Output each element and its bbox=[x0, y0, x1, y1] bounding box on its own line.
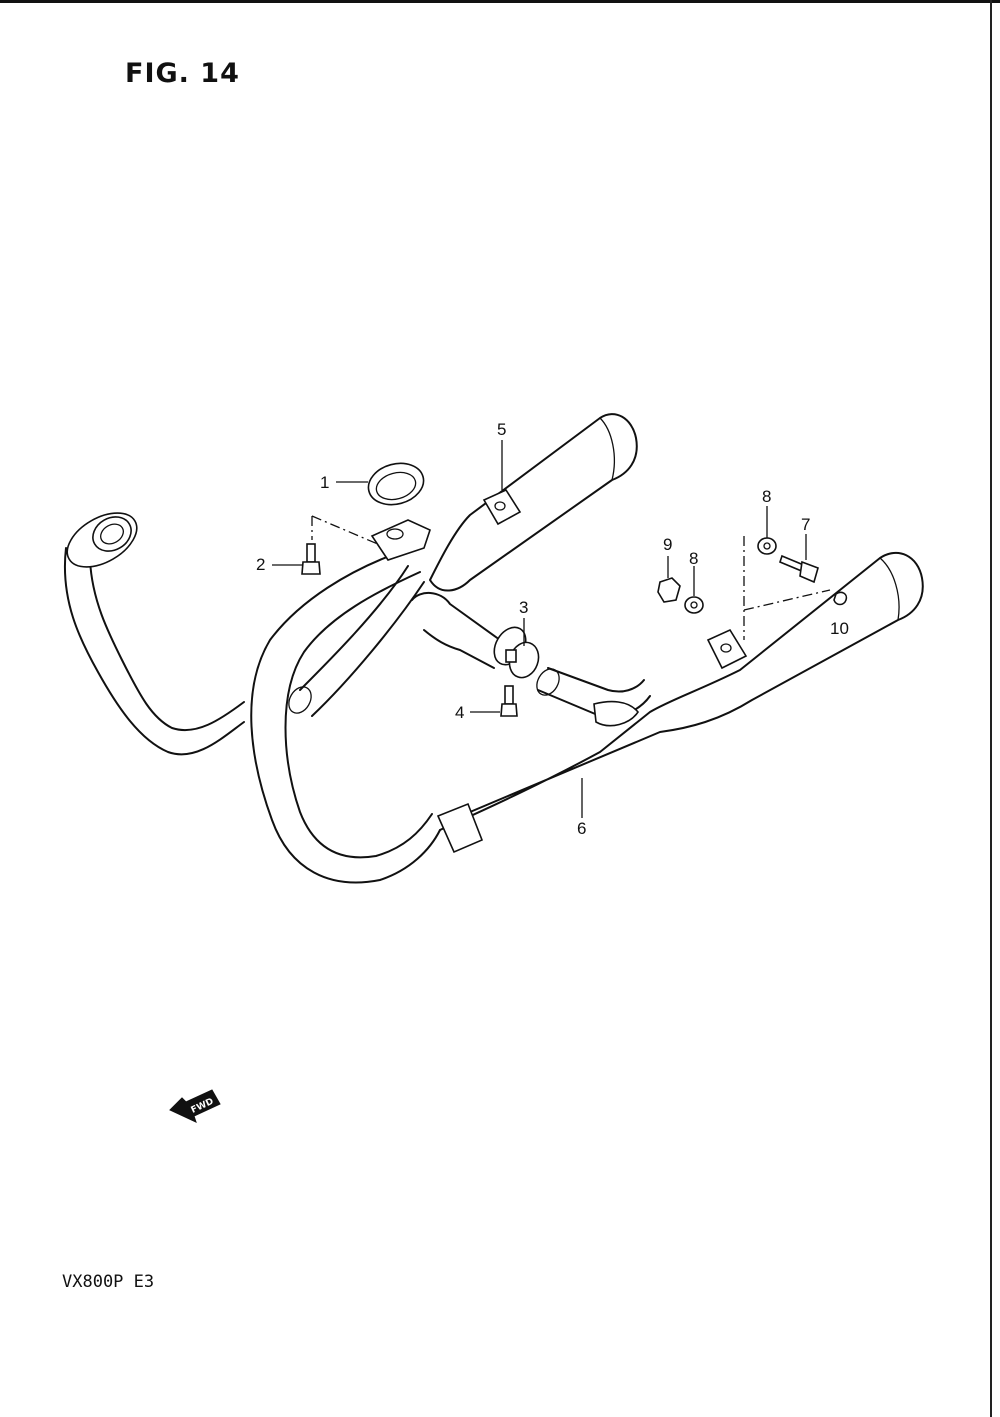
right-border bbox=[990, 0, 992, 1417]
callout-6: 6 bbox=[577, 819, 586, 838]
muffler-mounting-bolt-icon bbox=[779, 554, 819, 584]
callout-1: 1 bbox=[320, 473, 329, 492]
fwd-arrow-icon: FWD bbox=[169, 1089, 221, 1123]
gasket-ring-icon bbox=[367, 462, 425, 506]
rear-header-pipe-icon bbox=[250, 519, 441, 884]
flange-bolt-icon bbox=[301, 543, 321, 575]
callout-5: 5 bbox=[497, 420, 506, 439]
callout-3: 3 bbox=[519, 598, 528, 617]
callout-4: 4 bbox=[455, 703, 464, 722]
pipe-clamp-icon bbox=[505, 641, 540, 679]
nut-icon bbox=[657, 577, 681, 603]
model-code: VX800P E3 bbox=[62, 1272, 155, 1292]
balance-pipe-icon bbox=[411, 592, 651, 727]
figure-title: FIG. 14 bbox=[125, 58, 240, 89]
assembly-line bbox=[743, 589, 831, 611]
front-header-pipe-icon bbox=[64, 512, 245, 756]
assembly-line bbox=[311, 515, 381, 546]
callout-10: 10 bbox=[830, 619, 849, 638]
rear-muffler-icon bbox=[436, 551, 924, 854]
callout-7: 7 bbox=[801, 515, 810, 534]
callout-2: 2 bbox=[256, 555, 265, 574]
callout-9: 9 bbox=[663, 535, 672, 554]
front-muffler-icon bbox=[429, 413, 638, 592]
callout-8-right: 8 bbox=[762, 487, 771, 506]
callout-8-left: 8 bbox=[689, 549, 698, 568]
washer-icon bbox=[684, 596, 704, 614]
cap-icon bbox=[833, 591, 848, 606]
top-border bbox=[0, 0, 1000, 3]
clamp-bolt-icon bbox=[500, 685, 518, 717]
washer-icon bbox=[757, 537, 777, 555]
